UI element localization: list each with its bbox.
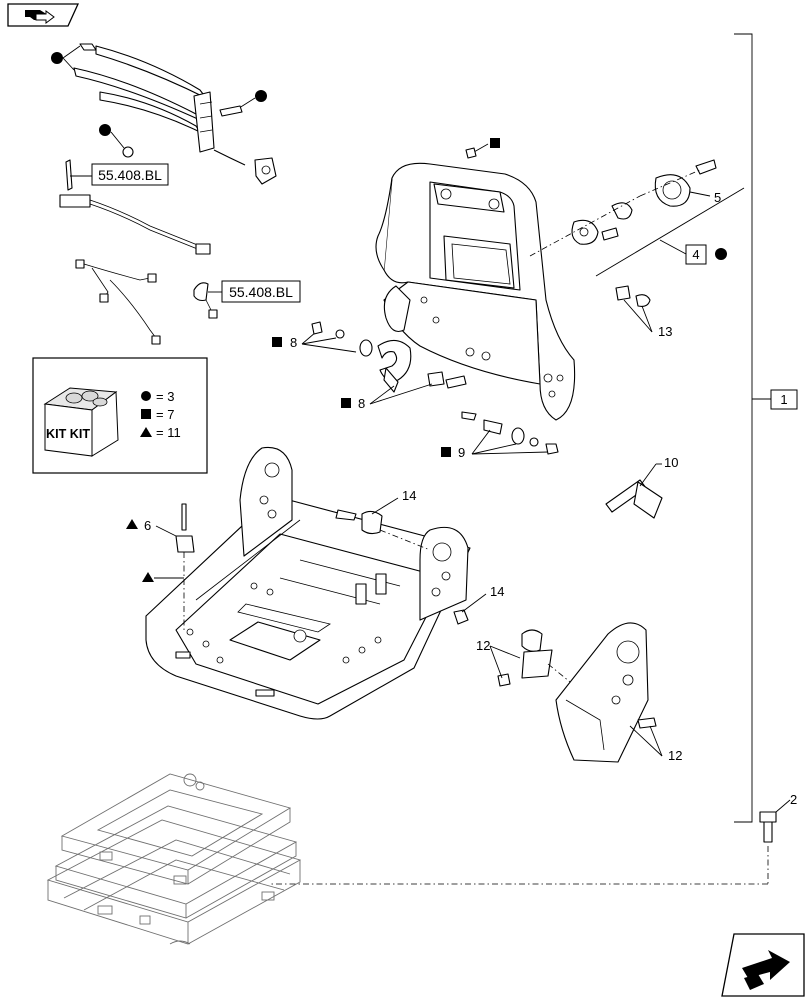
harness-reference-bottom: 55.408.BL: [229, 284, 293, 300]
triangle-marker: [142, 572, 154, 582]
kit-logo-text: KIT KIT: [46, 426, 90, 441]
side-bracket-12: 12 12: [476, 622, 682, 763]
kit-legend: KIT KIT = 3 = 7 = 11: [32, 357, 208, 474]
callout-14-upper: 14: [402, 488, 416, 503]
circle-marker: [255, 90, 267, 102]
callout-8-lower: 8: [358, 396, 365, 411]
callout-14-lower: 14: [490, 584, 504, 599]
circle-marker: [141, 391, 151, 401]
pin-6: 6: [126, 503, 195, 630]
bolt-2: 2: [270, 792, 797, 885]
circle-marker: [99, 124, 111, 136]
circle-marker: [51, 52, 63, 64]
legend-entry-triangle: = 11: [140, 425, 181, 440]
triangle-marker: [140, 427, 152, 437]
bolts-14: 14 14: [335, 488, 504, 625]
circle-marker: [715, 248, 727, 260]
callout-12-lower: 12: [668, 748, 682, 763]
recliner-adjuster: 5 4: [529, 159, 745, 277]
callout-2: 2: [790, 792, 797, 807]
legend-entry-square: = 7: [141, 407, 174, 422]
next-page-arrow-icon[interactable]: [721, 933, 805, 997]
assembly-bracket: 1: [734, 33, 798, 823]
seat-belt-assembly: [51, 43, 277, 185]
square-marker: [341, 398, 351, 408]
seat-back-frame: [375, 162, 576, 421]
callout-4: 4: [692, 247, 699, 262]
hinge-bolts-9: 9: [441, 411, 559, 460]
kit-box-icon: KIT KIT: [43, 387, 119, 457]
callout-6: 6: [144, 518, 151, 533]
harness-reference-top: 55.408.BL: [98, 167, 162, 183]
callout-9: 9: [458, 445, 465, 460]
callout-5: 5: [714, 190, 721, 205]
seat-cushion-frame: [145, 446, 471, 720]
square-marker: [441, 447, 451, 457]
svg-text:= 7: = 7: [156, 407, 174, 422]
wiring-harness-upper: 55.408.BL: [59, 159, 211, 255]
callout-1: 1: [780, 392, 787, 407]
square-marker: [272, 337, 282, 347]
seat-back-screw: [465, 138, 500, 159]
callout-12-upper: 12: [476, 638, 490, 653]
wiring-harness-lower: 55.408.BL: [75, 259, 301, 345]
triangle-marker: [126, 519, 138, 529]
svg-text:= 11: = 11: [156, 425, 181, 440]
suspension-base-ghost: [46, 773, 302, 945]
callout-13: 13: [658, 324, 672, 339]
square-marker: [141, 409, 151, 419]
back-arrow-icon[interactable]: [7, 3, 80, 27]
legend-entry-circle: = 3: [141, 389, 174, 404]
square-marker: [490, 138, 500, 148]
clips-13: 13: [615, 285, 672, 339]
svg-text:= 3: = 3: [156, 389, 174, 404]
callout-10: 10: [664, 455, 678, 470]
callout-8-upper: 8: [290, 335, 297, 350]
hinge-hardware-8: 8 8: [272, 321, 467, 411]
key-10: 10: [605, 455, 678, 519]
